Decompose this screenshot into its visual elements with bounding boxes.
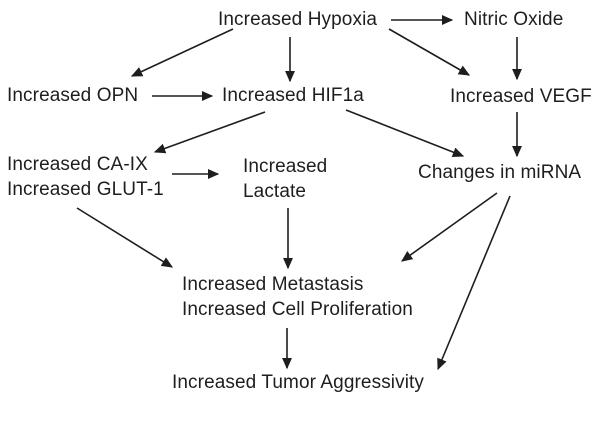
node-increased-hypoxia: Increased Hypoxia	[218, 9, 378, 30]
arrow-hypoxia-to-opn	[130, 28, 234, 77]
node-proliferation-line: Increased Cell Proliferation	[182, 299, 413, 320]
arrow-hif1a-to-mirna	[345, 109, 465, 157]
arrow-hypoxia-to-vegf	[388, 28, 471, 76]
node-caix-glut1: Increased CA-IX Increased GLUT-1	[7, 152, 164, 202]
arrow-mirna-to-tumor	[437, 195, 511, 371]
node-tumor-aggressivity: Increased Tumor Aggressivity	[172, 372, 425, 393]
arrow-hif1a-to-caix	[153, 111, 266, 154]
node-metastasis-proliferation: Increased Metastasis Increased Cell Prol…	[182, 272, 413, 322]
node-glut1-line: Increased GLUT-1	[7, 179, 164, 200]
node-changes-in-mirna: Changes in miRNA	[418, 162, 582, 183]
node-increased-vegf: Increased VEGF	[450, 86, 592, 107]
node-caix-line: Increased CA-IX	[7, 154, 148, 175]
arrow-mirna-to-metastasis	[401, 192, 498, 262]
node-increased-lactate: Increased Lactate	[243, 154, 327, 204]
node-nitric-oxide: Nitric Oxide	[464, 9, 564, 30]
node-increased-opn: Increased OPN	[7, 85, 139, 106]
node-lactate-line1: Increased	[243, 156, 328, 177]
node-lactate-line2: Lactate	[243, 181, 307, 202]
node-metastasis-line: Increased Metastasis	[182, 274, 364, 295]
arrow-glut1-to-metastasis	[76, 207, 174, 268]
node-increased-hif1a: Increased HIF1a	[222, 85, 364, 106]
